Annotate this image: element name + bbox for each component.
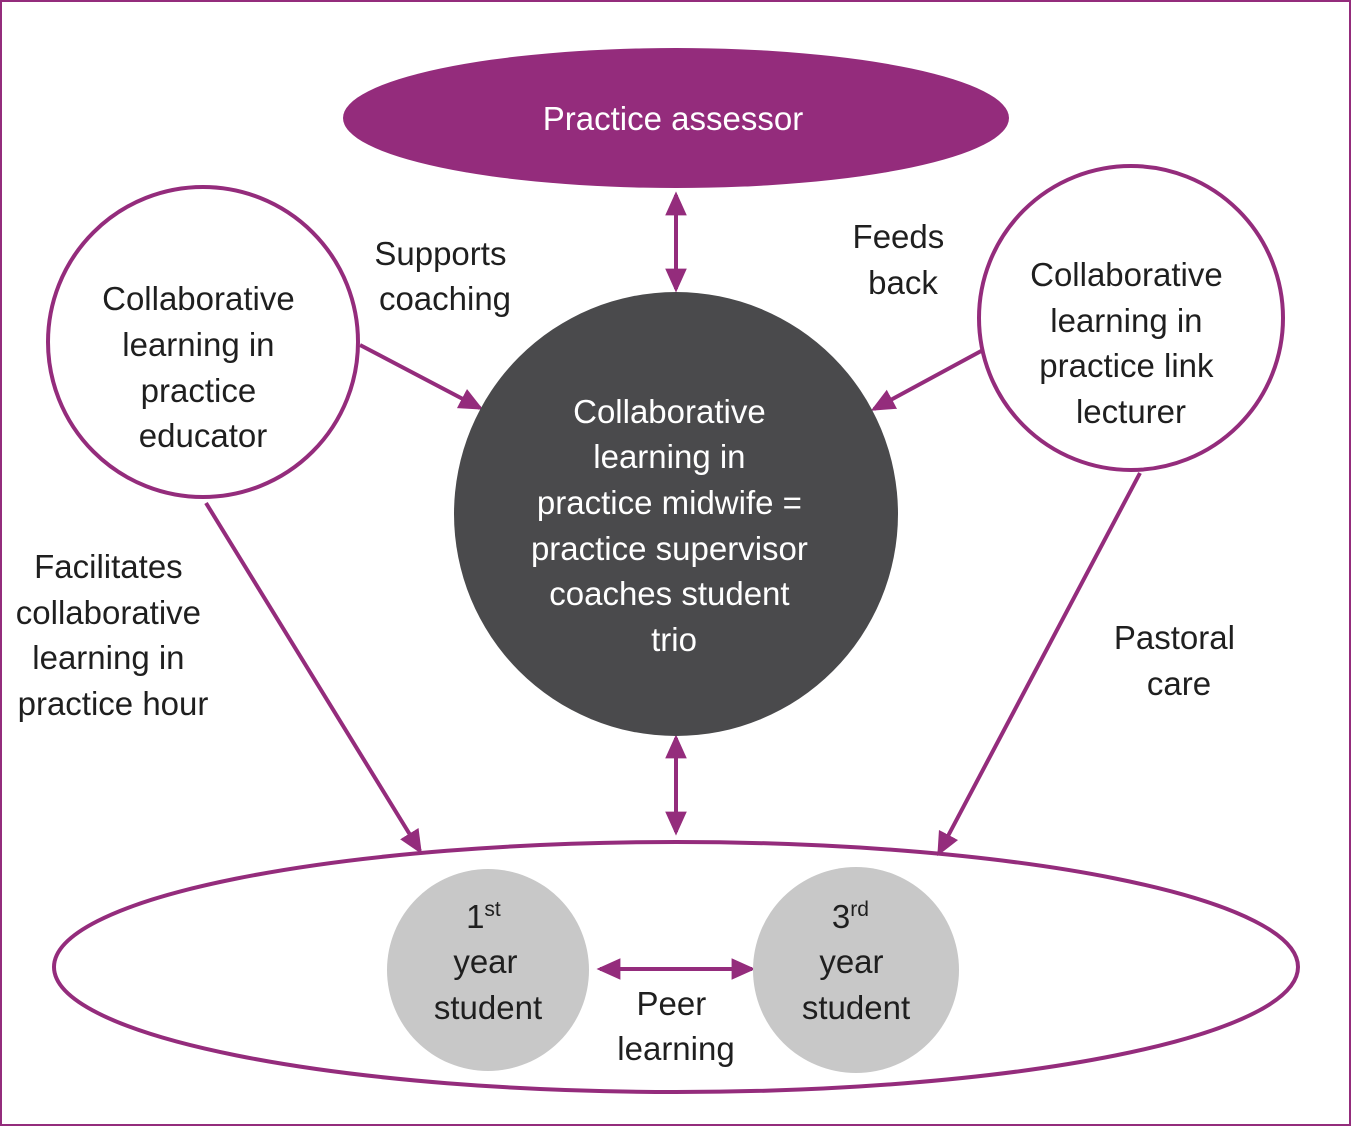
feeds-back-line-1: Feeds xyxy=(853,218,945,255)
link-lecturer-label-line-2: learning in xyxy=(1050,302,1202,339)
first-year-student-node xyxy=(387,869,589,1071)
third-year-student-node xyxy=(753,867,959,1073)
third-year-line-2: year xyxy=(819,943,883,980)
practice-midwife-label-line-2: learning in xyxy=(593,438,745,475)
educator-node xyxy=(46,185,360,499)
feeds-back-line-2: back xyxy=(868,264,938,301)
first-year-student-label: 1st year student xyxy=(434,886,542,1026)
supports-coaching-label: Supports coaching xyxy=(374,235,515,317)
supports-coaching-line-2: coaching xyxy=(379,280,511,317)
practice-midwife-label-line-3: practice midwife = xyxy=(537,484,802,521)
educator-label-line-4: educator xyxy=(139,417,267,454)
practice-assessor-node xyxy=(343,48,1009,188)
practice-midwife-label-line-1: Collaborative xyxy=(573,393,766,430)
educator-to-midwife-arrow xyxy=(359,343,484,410)
first-year-line-3: student xyxy=(434,989,542,1026)
educator-label-line-2: learning in xyxy=(122,326,274,363)
practice-assessor-label: Practice assessor xyxy=(543,100,803,137)
link-lecturer-node xyxy=(977,164,1285,472)
practice-midwife-label-line-4: practice supervisor xyxy=(531,530,808,567)
facilitates-line-1: Facilitates xyxy=(34,548,183,585)
educator-label-line-3: practice xyxy=(141,372,257,409)
practice-midwife-label-line-6: trio xyxy=(651,621,697,658)
pastoral-care-line-2: care xyxy=(1147,665,1211,702)
link-lecturer-label-line-1: Collaborative xyxy=(1030,256,1223,293)
practice-midwife-label: Collaborative learning in practice midwi… xyxy=(531,393,817,658)
link-lecturer-label: Collaborative learning in practice link … xyxy=(1030,256,1232,430)
third-year-student-label: 3rd year student xyxy=(802,886,910,1026)
link-lecturer-label-line-3: practice link xyxy=(1039,347,1214,384)
lecturer-to-students-arrow xyxy=(937,472,1142,857)
peer-learning-line-2: learning xyxy=(617,1030,734,1067)
supports-coaching-line-1: Supports xyxy=(374,235,506,272)
peer-learning-label: Peer learning xyxy=(617,985,734,1067)
lecturer-to-midwife-arrow xyxy=(870,348,984,411)
educator-label-line-1: Collaborative xyxy=(102,280,295,317)
third-year-number: 3 xyxy=(832,898,850,935)
practice-midwife-label-line-5: coaches student xyxy=(549,575,789,612)
facilitates-label: Facilitates collaborative learning in pr… xyxy=(16,548,210,722)
first-year-suffix: st xyxy=(484,898,501,921)
pastoral-care-line-1: Pastoral xyxy=(1114,619,1235,656)
educator-to-students-arrow xyxy=(204,501,422,855)
feeds-back-label: Feeds back xyxy=(853,218,954,301)
third-year-suffix: rd xyxy=(850,898,869,921)
first-year-number: 1 xyxy=(466,898,484,935)
facilitates-line-4: practice hour xyxy=(18,685,209,722)
practice-midwife-node xyxy=(454,292,898,736)
educator-label: Collaborative learning in practice educa… xyxy=(102,280,304,454)
student-group-ellipse xyxy=(52,840,1300,1094)
peer-learning-line-1: Peer xyxy=(637,985,707,1022)
facilitates-line-2: collaborative xyxy=(16,594,201,631)
facilitates-line-3: learning in xyxy=(32,639,184,676)
third-year-line-3: student xyxy=(802,989,910,1026)
first-year-line-2: year xyxy=(453,943,517,980)
link-lecturer-label-line-4: lecturer xyxy=(1076,393,1186,430)
pastoral-care-label: Pastoral care xyxy=(1114,619,1244,702)
